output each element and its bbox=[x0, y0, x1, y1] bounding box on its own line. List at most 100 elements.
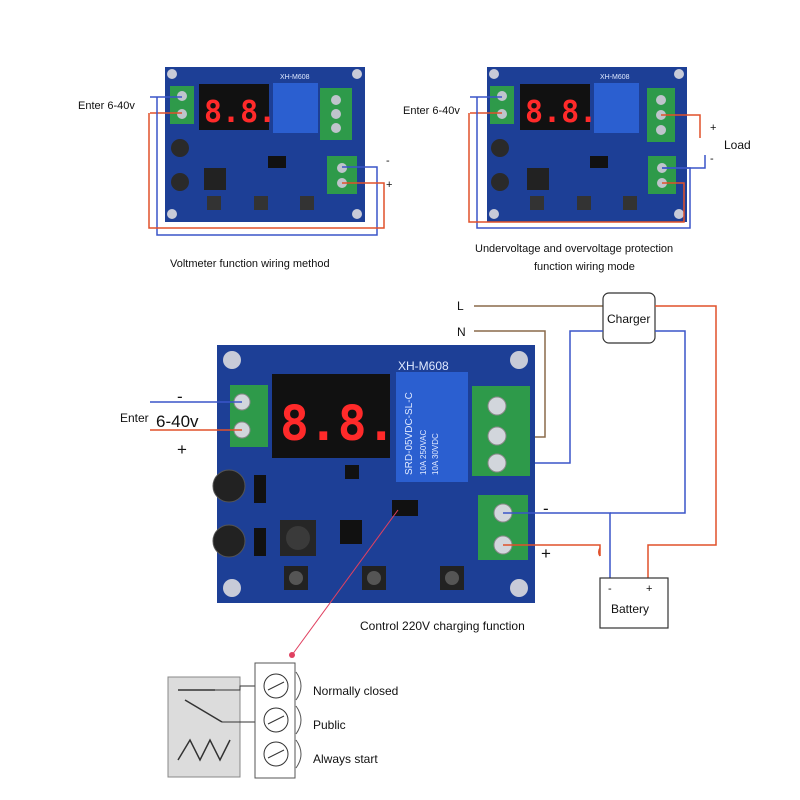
screw bbox=[331, 123, 341, 133]
button-cap bbox=[367, 571, 381, 585]
mount-hole bbox=[674, 209, 684, 219]
button bbox=[577, 196, 591, 210]
screw bbox=[497, 91, 507, 101]
top-right-display bbox=[520, 84, 590, 130]
battery-box bbox=[599, 577, 669, 629]
mount-hole bbox=[674, 69, 684, 79]
transistor bbox=[392, 500, 418, 516]
main-board-model: XH-M608 bbox=[398, 359, 449, 373]
mount-hole bbox=[510, 579, 528, 597]
button-cap bbox=[289, 571, 303, 585]
capacitor bbox=[491, 173, 509, 191]
mount-hole bbox=[167, 69, 177, 79]
top-left-display bbox=[199, 84, 269, 130]
load-label: Load bbox=[724, 138, 751, 152]
main-display bbox=[272, 374, 390, 458]
normally-closed-label: Normally closed bbox=[313, 684, 398, 698]
charger-box bbox=[602, 292, 656, 344]
top-right-relay bbox=[594, 83, 639, 133]
battery-plus: + bbox=[646, 583, 652, 595]
relay-detail-group: Normally closed Public Always start bbox=[167, 662, 398, 779]
ic-chip bbox=[268, 156, 286, 168]
screw bbox=[656, 125, 666, 135]
top-left-output-terminal bbox=[327, 156, 357, 194]
wire bbox=[647, 544, 656, 578]
out-plus: + bbox=[541, 544, 551, 563]
wire bbox=[655, 305, 717, 546]
ic-chip bbox=[340, 520, 362, 544]
wire bbox=[503, 544, 601, 556]
screw bbox=[337, 163, 347, 173]
line-N-label: N bbox=[457, 325, 466, 339]
top-left-input-label: Enter 6-40v bbox=[78, 100, 135, 112]
relay-switch-arm bbox=[184, 699, 223, 723]
top-right-caption-line2: function wiring mode bbox=[534, 261, 635, 273]
mount-hole bbox=[352, 209, 362, 219]
wire bbox=[610, 330, 686, 514]
mount-hole bbox=[352, 69, 362, 79]
battery-label: Battery bbox=[611, 602, 649, 616]
top-left-relay bbox=[273, 83, 318, 133]
button-cap bbox=[445, 571, 459, 585]
screw-slot bbox=[267, 749, 285, 759]
screw-slot bbox=[267, 681, 285, 691]
main-relay bbox=[396, 372, 468, 482]
wire bbox=[156, 97, 378, 236]
charger-label: Charger bbox=[607, 312, 650, 326]
load-plus-mark: + bbox=[710, 122, 716, 134]
wire bbox=[503, 512, 611, 578]
top-right-output-terminal bbox=[648, 156, 676, 194]
screw bbox=[177, 109, 187, 119]
pointer-line bbox=[291, 509, 399, 656]
ic-chip bbox=[345, 465, 359, 479]
relay-rating-2: 10A 30VDC bbox=[431, 433, 440, 475]
button bbox=[530, 196, 544, 210]
relay-rating-1: 10A 250VAC bbox=[419, 430, 428, 475]
screw-slot bbox=[267, 715, 285, 725]
mount-hole bbox=[510, 351, 528, 369]
mount-hole bbox=[223, 351, 241, 369]
wire bbox=[148, 113, 385, 229]
wire bbox=[661, 114, 701, 138]
main-input-minus: - bbox=[177, 387, 183, 406]
main-caption: Control 220V charging function bbox=[360, 619, 525, 633]
public-label: Public bbox=[313, 718, 346, 732]
top-left-model: XH-M608 bbox=[280, 74, 310, 81]
screw bbox=[487, 396, 507, 416]
screw bbox=[331, 95, 341, 105]
battery-minus: - bbox=[608, 583, 612, 595]
relay-coil bbox=[177, 738, 231, 762]
top-right-caption-line1: Undervoltage and overvoltage protection bbox=[475, 243, 673, 255]
main-voltage-label: 6-40v bbox=[156, 412, 199, 431]
screw bbox=[487, 453, 507, 473]
brace bbox=[295, 739, 302, 769]
inductor-core bbox=[286, 526, 310, 550]
top-right-board-group: XH-M608 8.8.8 + - Load Enter 6-40v Under… bbox=[403, 67, 751, 273]
screw bbox=[177, 91, 187, 101]
brace bbox=[295, 671, 302, 701]
button bbox=[300, 196, 314, 210]
mount-hole bbox=[167, 209, 177, 219]
main-board-group: L N Charger XH-M608 8.8.8 SRD-05VDC-SL-C… bbox=[120, 292, 717, 658]
main-enter-label: Enter bbox=[120, 411, 149, 425]
ic-chip bbox=[590, 156, 608, 168]
load-minus-mark: - bbox=[710, 153, 714, 165]
capacitor bbox=[212, 524, 246, 558]
line-L-label: L bbox=[457, 299, 464, 313]
wire-bridge bbox=[598, 547, 601, 557]
button bbox=[623, 196, 637, 210]
brace bbox=[295, 705, 302, 735]
mount-hole bbox=[489, 69, 499, 79]
main-input-terminal bbox=[230, 385, 268, 447]
inductor bbox=[204, 168, 226, 190]
minus-mark: - bbox=[386, 155, 390, 167]
plus-mark: + bbox=[386, 179, 392, 191]
capacitor bbox=[212, 469, 246, 503]
relay-schematic-box bbox=[167, 676, 241, 778]
top-right-input-label: Enter 6-40v bbox=[403, 105, 460, 117]
out-minus: - bbox=[543, 499, 549, 518]
mount-hole bbox=[489, 209, 499, 219]
screw bbox=[497, 109, 507, 119]
